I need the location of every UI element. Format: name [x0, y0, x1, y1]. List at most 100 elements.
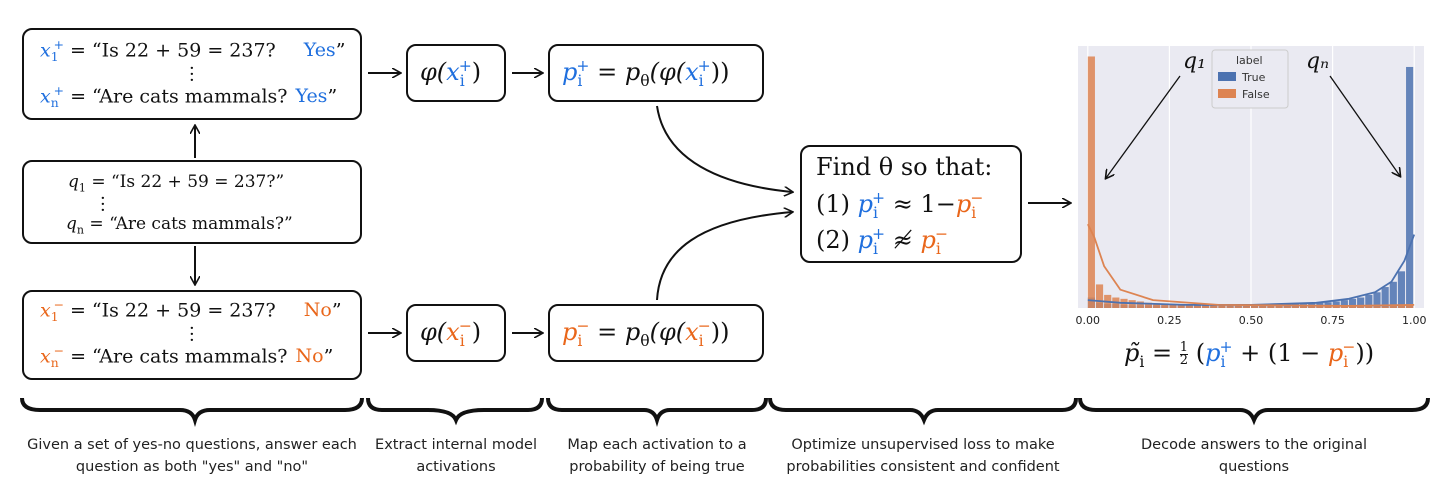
close-paren: ): [471, 58, 482, 86]
decode-formula: p̃i = 1 2 (pi+ + (1 − pi−)): [1124, 338, 1374, 371]
annotation-q1-arrow: [1106, 75, 1181, 178]
var-p: p: [920, 226, 936, 254]
probability-pos-formula: pi+ = pθ(φ(xi+)): [562, 57, 729, 90]
histogram-bar-false: [1251, 306, 1259, 308]
histogram-bar-true: [1348, 298, 1357, 308]
negative-prompts-box: x1− = “Is 22 + 59 = 237? No” ··· xn− = “…: [22, 290, 362, 380]
one-half: 1 2: [1179, 340, 1189, 368]
kde-line-false: [1086, 223, 1415, 307]
histogram-bar-false: [1259, 306, 1267, 308]
histogram-bar-false: [1340, 306, 1348, 308]
activation-neg-formula: φ(xi−): [420, 317, 481, 350]
var-x: x: [40, 345, 51, 368]
close-quote: ”: [327, 85, 338, 108]
answer-yes: Yes: [295, 85, 328, 108]
sup: −: [576, 317, 590, 335]
not-approx-relation: ≉: [892, 226, 913, 254]
sup: −: [458, 317, 472, 335]
answer-no: No: [303, 299, 332, 322]
var-q: q: [68, 172, 79, 192]
brace-1: [20, 397, 364, 427]
sup: +: [53, 38, 64, 52]
phi: φ(: [420, 318, 447, 346]
caption-step-3: Map each activation to a probability of …: [567, 437, 747, 475]
histogram-bar-false: [1357, 306, 1365, 308]
var-x: x: [446, 58, 460, 86]
question-text: = “Is 22 + 59 = 237?”: [91, 172, 285, 192]
close-paren: )): [710, 318, 730, 346]
histogram-bar-false: [1226, 306, 1234, 308]
sub: i: [698, 331, 704, 350]
histogram-bar-false: [1161, 304, 1169, 308]
histogram-bar-true: [1389, 281, 1397, 308]
brace-2: [366, 397, 544, 426]
open-paren: (: [1195, 339, 1206, 367]
rhs: = p: [597, 318, 641, 346]
probability-pos-box: pi+ = pθ(φ(xi+)): [548, 44, 764, 102]
var-x: x: [685, 318, 699, 346]
sup: +: [576, 57, 590, 75]
sub: i: [459, 71, 465, 90]
histogram-bar-false: [1299, 306, 1308, 308]
theta-sub: θ: [640, 71, 650, 90]
theta-sub: θ: [640, 331, 650, 350]
prompt-text: = “Is 22 + 59 = 237?: [69, 299, 276, 322]
sub: i: [935, 239, 941, 258]
vertical-ellipsis: ···: [100, 188, 106, 221]
var-p: p: [857, 190, 874, 218]
chart-legend: label True False: [1211, 49, 1289, 109]
histogram-bar-false: [1218, 305, 1226, 308]
sub: n: [50, 96, 59, 111]
histogram-bar-false: [1193, 305, 1202, 308]
sup: +: [697, 57, 711, 75]
close-paren: ): [471, 318, 482, 346]
sub: i: [459, 331, 465, 350]
sup: −: [53, 344, 65, 358]
histogram-bar-true: [1406, 66, 1414, 309]
annotation-qn: qₙ: [1306, 49, 1329, 74]
var-p: p: [857, 226, 874, 254]
activation-pos-formula: φ(xi+): [420, 57, 481, 90]
histogram-bar-false: [1185, 305, 1193, 308]
sub: i: [1220, 352, 1226, 371]
histogram-bar-false: [1373, 306, 1381, 308]
arrow-prob-pos-to-objective: [656, 105, 792, 192]
histogram-bar-false: [1144, 302, 1153, 308]
sup: +: [872, 225, 886, 243]
numerator: 1: [1179, 340, 1189, 355]
histogram-bar-false: [1324, 306, 1332, 308]
sub: n: [76, 223, 85, 237]
sub: 1: [50, 310, 59, 325]
histogram-bar-false: [1291, 306, 1299, 308]
histogram-bar-true: [1373, 292, 1381, 308]
var-p: p: [562, 318, 578, 346]
histogram-bar-true: [1332, 301, 1340, 308]
close-paren: )): [710, 58, 730, 86]
histogram-bar-false: [1283, 306, 1291, 308]
denominator: 2: [1179, 353, 1189, 368]
vertical-ellipsis: ···: [189, 58, 195, 91]
x-tick-label: 1.00: [1402, 314, 1427, 327]
x-tick-label: 0.00: [1076, 314, 1101, 327]
sub: i: [577, 71, 583, 90]
answer-yes: Yes: [303, 39, 336, 62]
question-text: = “Are cats mammals?”: [89, 214, 293, 234]
condition-label: (1): [816, 190, 850, 218]
histogram-bar-true: [1397, 271, 1406, 308]
positive-prompt-last: xn+ = “Are cats mammals? Yes”: [40, 84, 337, 110]
caption-step-5: Decode answers to the original questions: [1141, 437, 1367, 475]
caption-step-4: Optimize unsupervised loss to make proba…: [786, 437, 1060, 475]
kde-line-true: [1087, 234, 1416, 306]
sub: i: [971, 203, 977, 222]
histogram-bar-true: [1365, 294, 1373, 308]
plus-one-minus: + (1 −: [1240, 339, 1321, 367]
var-q: q: [66, 214, 77, 234]
histogram-bar-false: [1153, 303, 1161, 308]
sup: −: [53, 298, 64, 312]
sub: i: [698, 71, 704, 90]
var-p: p: [955, 190, 972, 218]
histogram-bar-false: [1234, 306, 1242, 308]
objective-title: Find θ so that:: [816, 153, 993, 181]
